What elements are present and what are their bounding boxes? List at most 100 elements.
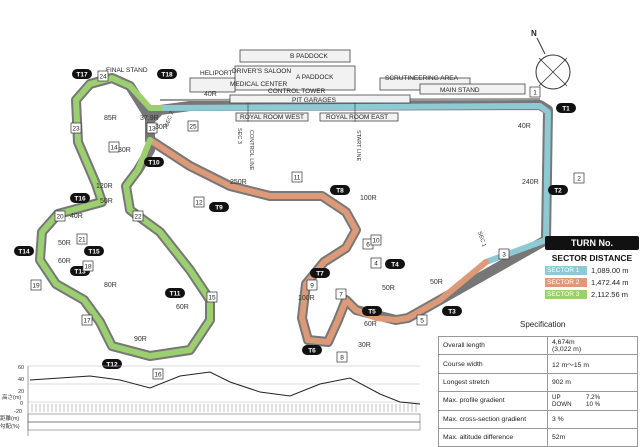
spec-value-line1: 4,674m [552, 338, 575, 346]
radius-label: 30R [155, 124, 168, 131]
label-royal-room-west: ROYAL ROOM WEST [240, 114, 304, 121]
svg-text:5: 5 [420, 317, 424, 324]
legend-title: TURN No. [545, 236, 639, 250]
spec-label: Max. profile gradient [438, 391, 548, 411]
turn-badge-T6: T6 [302, 345, 322, 355]
radius-label: 90R [134, 336, 147, 343]
corner-number-2: 2 [573, 172, 585, 184]
svg-text:15: 15 [208, 294, 216, 301]
spec-row-gradient: Max. profile gradient UP 7.2% DOWN 10 % [438, 391, 638, 411]
turn-badge-T8: T8 [330, 185, 350, 195]
corner-number-14: 14 [108, 141, 120, 153]
profile-axis-40: 40 [18, 377, 24, 383]
svg-text:T6: T6 [308, 347, 316, 354]
corner-number-24: 24 [97, 70, 109, 82]
profile-axis-20: 20 [18, 389, 24, 395]
svg-text:20: 20 [56, 213, 64, 220]
radius-label: 120R [96, 183, 113, 190]
profile-axis-title: 高さ(m) [2, 393, 21, 401]
svg-text:17: 17 [83, 317, 91, 324]
turn-legend: TURN No. SECTOR DISTANCE SECTOR 1 1,089.… [545, 236, 639, 301]
profile-axis-0: 0 [20, 401, 23, 407]
corner-number-15: 15 [206, 291, 218, 303]
svg-text:T14: T14 [18, 248, 30, 255]
turn-badge-T10: T10 [144, 157, 164, 167]
sector-3-swatch: SECTOR 3 [545, 290, 587, 299]
corner-number-11: 11 [291, 171, 303, 183]
turn-badge-T11: T11 [165, 288, 185, 298]
label-drivers-saloon: DRIVER'S SALOON [232, 68, 291, 75]
radius-label: 30R [358, 342, 371, 349]
radius-label: 250R [230, 179, 247, 186]
profile-hatch [31, 404, 417, 412]
turn-badge-T16: T16 [70, 193, 90, 203]
svg-text:T9: T9 [215, 204, 223, 211]
corner-number-8: 8 [336, 351, 348, 363]
radius-label: 100R [360, 195, 377, 202]
label-sec1: SEC 1 [476, 231, 487, 248]
svg-text:21: 21 [78, 236, 86, 243]
svg-text:1: 1 [533, 89, 537, 96]
spec-value: UP 7.2% DOWN 10 % [547, 391, 638, 411]
sector-1-swatch: SECTOR 1 [545, 266, 587, 275]
label-main-stand: MAIN STAND [440, 87, 480, 94]
label-control-line: CONTROL LINE [248, 130, 254, 171]
spec-label: Max. cross-section gradient [438, 409, 548, 429]
radius-label: 85R [104, 115, 117, 122]
svg-text:T3: T3 [448, 308, 456, 315]
spec-label: Longest stretch [438, 372, 548, 393]
svg-text:18: 18 [84, 263, 92, 270]
svg-text:6: 6 [366, 241, 370, 248]
profile-axis-60: 60 [18, 365, 24, 371]
spec-row-length: Overall length 4,674m (3,022 m) [438, 335, 638, 356]
building-labels: B PADDOCK DRIVER'S SALOON A PADDOCK HELI… [106, 53, 487, 248]
label-start-line: START LINE [355, 130, 361, 162]
radius-label: 60R [364, 321, 377, 328]
spec-row-width: Course width 12 m～15 m [438, 354, 638, 374]
svg-text:T7: T7 [316, 270, 324, 277]
sector-3-distance: 2,112.56 m [591, 290, 628, 299]
svg-text:T12: T12 [106, 361, 118, 368]
legend-sector-3: SECTOR 3 2,112.56 m [545, 289, 639, 300]
spec-value: 902 m [547, 372, 638, 393]
paddock-buildings [189, 49, 526, 122]
spec-value: 52m [547, 427, 638, 447]
svg-text:T1: T1 [562, 105, 570, 112]
label-pit-garages: PIT GARAGES [292, 97, 337, 104]
svg-text:9: 9 [310, 282, 314, 289]
svg-text:22: 22 [134, 213, 142, 220]
gradient-down-line: DOWN 10 % [552, 401, 633, 408]
svg-text:11: 11 [294, 174, 301, 181]
svg-text:T16: T16 [74, 195, 86, 202]
corner-number-22: 22 [132, 210, 144, 222]
svg-text:T10: T10 [148, 159, 160, 166]
corner-number-25: 25 [187, 120, 199, 132]
sector-2-swatch: SECTOR 2 [545, 278, 587, 287]
gradient-down-value: 10 % [586, 400, 601, 408]
spec-value: 12 m～15 m [547, 354, 638, 374]
spec-row-altitude: Max. altitude difference 52m [438, 427, 638, 447]
svg-text:T4: T4 [391, 261, 399, 268]
turn-badge-T17: T17 [72, 69, 92, 79]
svg-text:25: 25 [189, 123, 197, 130]
gradient-down-label: DOWN [552, 400, 572, 408]
svg-text:T2: T2 [554, 187, 562, 194]
corner-number-20: 20 [54, 210, 66, 222]
profile-axis-neg20: -20 [14, 409, 22, 415]
turn-badge-T5: T5 [362, 306, 382, 316]
spec-row-stretch: Longest stretch 902 m [438, 372, 638, 393]
turn-badge-T14: T14 [14, 246, 34, 256]
svg-text:24: 24 [99, 73, 107, 80]
label-a-paddock: A PADDOCK [296, 74, 334, 81]
radius-label: 100R [298, 295, 315, 302]
svg-text:T13: T13 [74, 268, 86, 275]
turn-badge-T1: T1 [556, 103, 576, 113]
radius-label: 40R [70, 213, 83, 220]
radius-label: 50R [100, 198, 113, 205]
svg-text:2: 2 [577, 175, 581, 182]
radius-label: 30R [118, 147, 131, 154]
spec-value: 4,674m (3,022 m) [547, 335, 638, 356]
